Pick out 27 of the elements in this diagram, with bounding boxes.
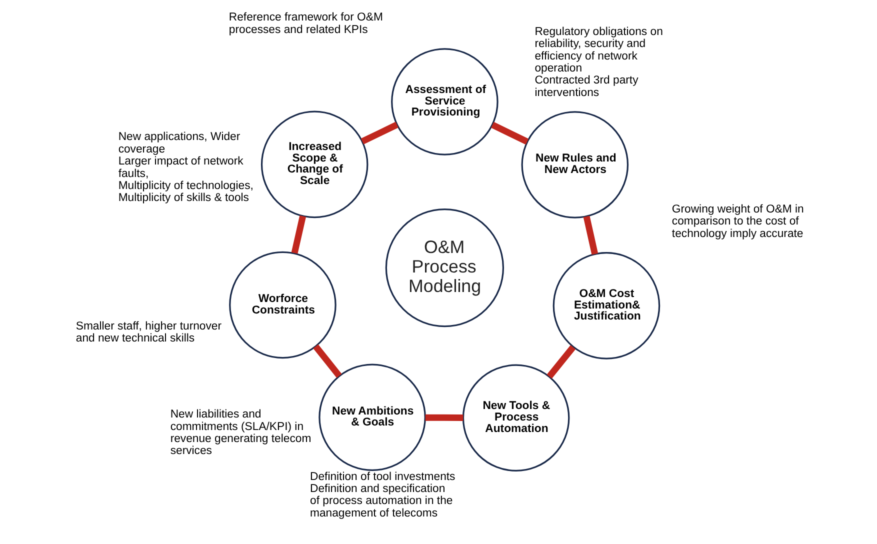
node-label: Multiplicity of technologies,: [118, 180, 254, 192]
node-label: New applications, Wider coverage: [118, 131, 240, 156]
node-label: Definition of tool investments: [310, 470, 456, 483]
connector: [425, 414, 464, 421]
node-label: Contracted 3rd party interventions: [534, 74, 638, 99]
node-label: Smaller staff, higher turnover and new technical skills: [76, 320, 222, 345]
node-circle: New Ambitions & Goals: [318, 364, 426, 472]
node-circle: New Rules and New Actors: [521, 111, 629, 218]
connector: [360, 122, 398, 144]
node-label: Reference framework for O&M processes and related KPIs: [228, 12, 383, 36]
node-label: Definition and specification of process automation in the management of telecoms: [310, 483, 453, 520]
node-label: Regulatory obligations on reliability, security and efficiency of network operation: [534, 26, 663, 74]
connector: [583, 216, 598, 255]
node-label: Larger impact of network faults,: [118, 156, 244, 180]
node-circle: New Tools & Process Automation: [462, 364, 570, 472]
node-circle: Assessment of Service Provisioning: [391, 48, 498, 156]
node-circle: O&M Cost Estimation& Justification: [552, 252, 660, 360]
connector: [546, 345, 576, 379]
node-label: Growing weight of O&M in comparison to the cost of technology imply accurate: [672, 203, 804, 240]
node-circle: O&M Process Modeling: [385, 208, 504, 328]
connector: [313, 344, 342, 378]
node-label: New liabilities and commitments (SLA/KPI) in revenue generating telecom services: [170, 408, 312, 458]
node-circle: Increased Scope & Change of Scale: [260, 110, 368, 218]
node-circle: Worforce Constraints: [229, 251, 336, 359]
connector: [491, 122, 529, 145]
connector: [291, 215, 306, 254]
node-label: Multiplicity of skills & tools: [118, 192, 249, 204]
